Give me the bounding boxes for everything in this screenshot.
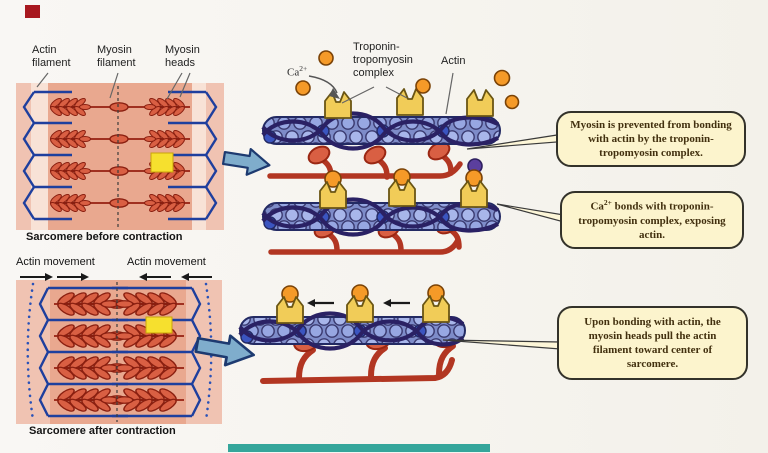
myosin-filament-line [267,161,463,179]
calcium-label: Ca2+ [287,64,308,79]
molecular-row-exposed [261,168,565,255]
myosin-heads-cluster [143,95,187,119]
calcium-ions [295,50,520,110]
pull-direction-arrows [307,299,410,307]
actin-movement-label-left: Actin movement [16,256,95,268]
callout-ca-bonds: Ca2+ bonds with troponin-tropomyosin com… [560,191,744,249]
tropomyosin-strands [261,111,499,151]
scan-artifact-teal-bar [228,444,490,452]
myosin-filament-label: Myosin filament [97,44,136,69]
troponin-with-calcium [276,285,304,324]
scan-artifact-red-box [25,5,40,18]
troponin-with-calcium [422,284,450,323]
after-contraction-caption: Sarcomere after contraction [29,425,176,437]
sarcomere-after-panel [16,273,222,424]
actin-filaments-blue [22,90,218,221]
myosin-filament-line [260,357,455,384]
myosin-filament-line [268,237,461,255]
before-contraction-caption: Sarcomere before contraction [26,231,183,243]
actin-filaments-blue-contracted [38,286,202,418]
zoom-highlight-box [145,316,173,334]
actin-movement-label-right: Actin movement [127,256,206,268]
label-pointer-lines [341,72,454,115]
ca-arrow [308,75,338,94]
myosin-heads-label: Myosin heads [165,44,200,69]
troponin-complex [396,88,424,116]
actin-movement-arrows [20,273,212,281]
actin-label: Actin [441,55,466,67]
myosin-filaments-contracted [54,289,184,415]
troponin-with-calcium [346,284,374,323]
sarcomere-before-panel [16,72,224,230]
zoom-arrow-top [220,144,273,180]
callout-stem-3 [442,339,561,350]
troponin-with-calcium [460,169,488,208]
tropomyosin-strands [261,197,499,237]
callout-stem-2 [496,203,565,223]
zoom-highlight-box [150,152,174,173]
callout-myosin-pulls: Upon bonding with actin, the myosin head… [557,306,748,380]
callout-myosin-prevented: Myosin is prevented from bonding with ac… [556,111,746,167]
label-pointer-lines [36,72,191,100]
molecular-row-bonded [238,284,561,384]
troponin-tropomyosin-label: Troponin- tropomyosin complex [353,41,413,79]
actin-filament-label: Actin filament [32,44,71,69]
myosin-heads-cluster [48,95,92,119]
troponin-complex [466,89,494,117]
